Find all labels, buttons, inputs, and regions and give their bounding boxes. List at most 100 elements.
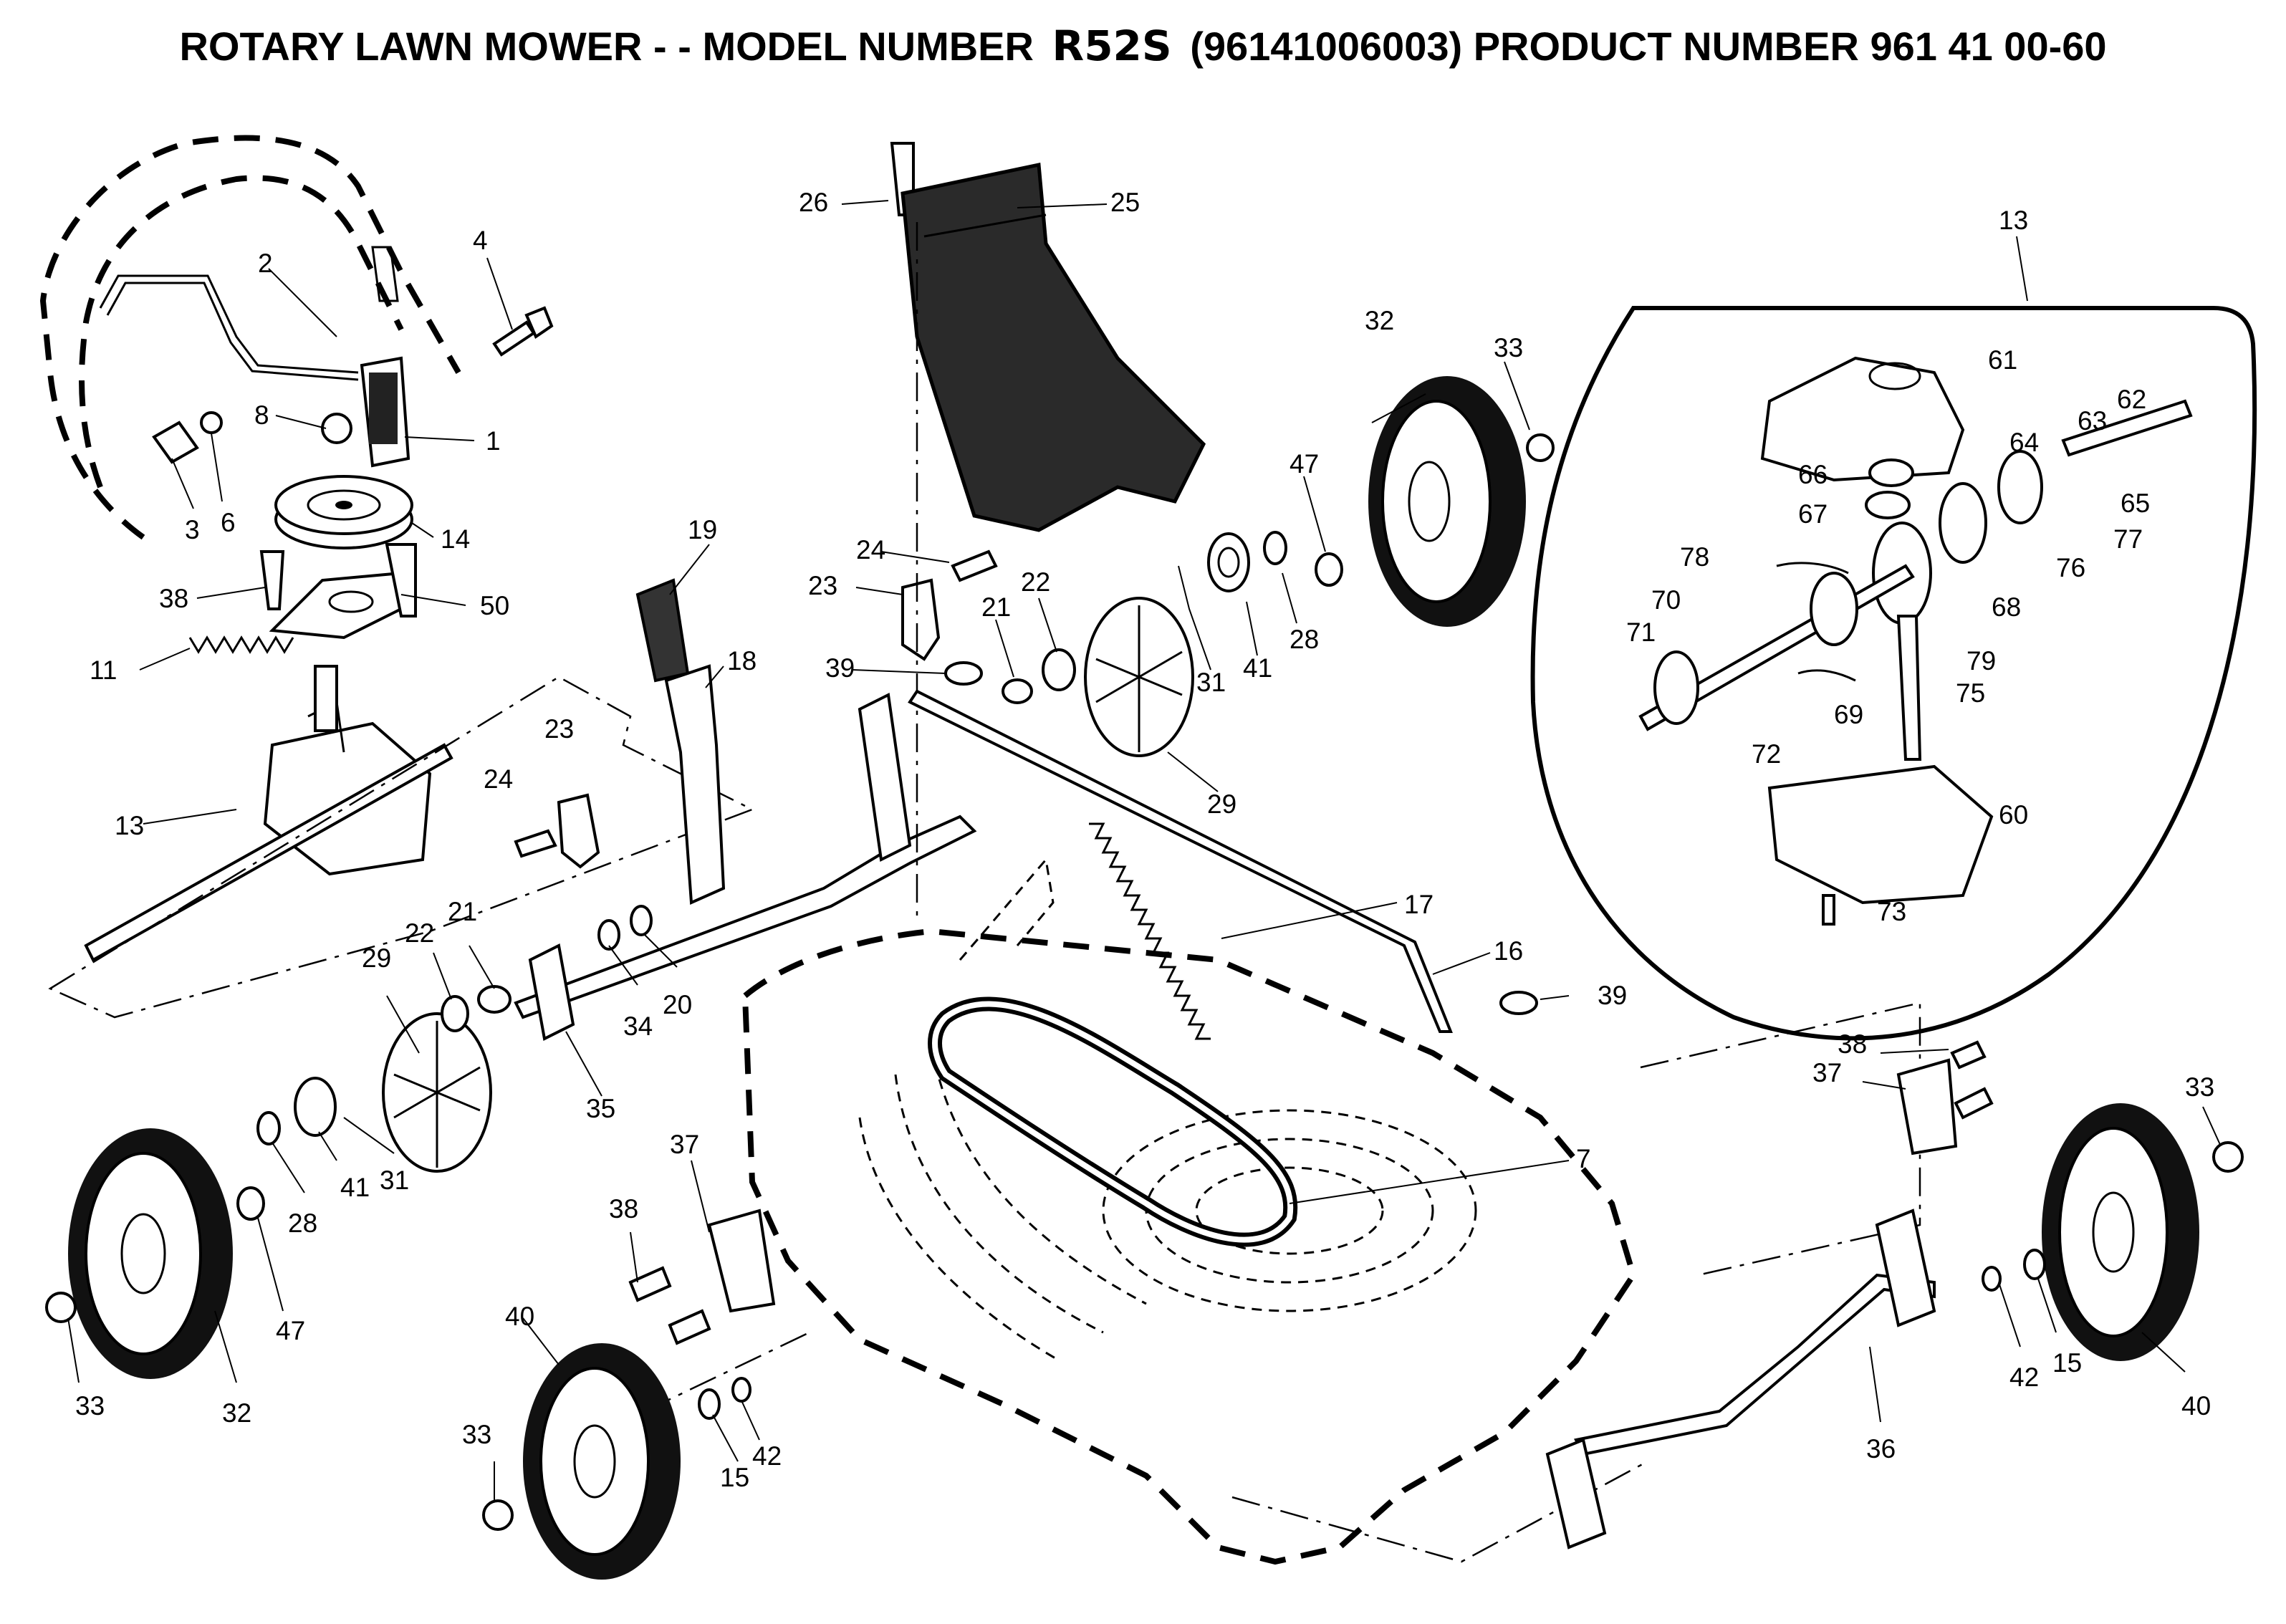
callout-23-lower: 23 bbox=[544, 714, 574, 744]
callout-13-inset: 13 bbox=[1999, 206, 2028, 235]
callout-29-top: 29 bbox=[1207, 789, 1236, 819]
callout-15-lower: 15 bbox=[720, 1463, 749, 1492]
spring-17 bbox=[1089, 822, 1211, 1040]
callout-60: 60 bbox=[1999, 800, 2028, 830]
callout-47-lower: 47 bbox=[276, 1316, 305, 1345]
front-bracket-36b bbox=[1875, 1209, 1936, 1327]
callout-31-top: 31 bbox=[1196, 668, 1226, 697]
callout-67: 67 bbox=[1798, 499, 1828, 529]
callout-37-left: 37 bbox=[670, 1130, 699, 1159]
bracket-23-lower bbox=[557, 793, 600, 869]
gear-41-upper bbox=[1207, 532, 1250, 592]
callout-4: 4 bbox=[473, 226, 488, 255]
model-number: R52S bbox=[1052, 21, 1172, 70]
callout-3: 3 bbox=[185, 515, 200, 544]
callout-8: 8 bbox=[254, 400, 269, 430]
callout-20: 20 bbox=[663, 990, 692, 1019]
title-prefix: ROTARY LAWN MOWER - - MODEL NUMBER bbox=[179, 24, 1034, 69]
callout-11: 11 bbox=[90, 655, 117, 685]
callout-26: 26 bbox=[799, 188, 828, 217]
callout-40-lower: 40 bbox=[505, 1302, 534, 1331]
callout-32-lower: 32 bbox=[222, 1398, 251, 1428]
callout-61: 61 bbox=[1988, 345, 2017, 375]
callout-69: 69 bbox=[1834, 700, 1863, 729]
title-suffix: (96141006003) PRODUCT NUMBER 961 41 00-6… bbox=[1190, 24, 2107, 69]
front-axle-36 bbox=[1574, 1273, 1936, 1456]
callout-41-lower: 41 bbox=[340, 1173, 370, 1202]
wheel-40-right bbox=[2042, 1103, 2199, 1361]
callout-33-right: 33 bbox=[2185, 1072, 2214, 1102]
wheel-32-upper bbox=[1368, 376, 1526, 627]
height-bracket-35 bbox=[528, 943, 575, 1041]
cable-clip bbox=[152, 411, 223, 464]
handle-outline bbox=[39, 135, 461, 540]
bolt-38-left-a bbox=[628, 1266, 672, 1302]
washer-28-lower bbox=[256, 1111, 281, 1145]
gearbox-bracket bbox=[269, 543, 417, 640]
callout-28-top: 28 bbox=[1290, 625, 1319, 654]
callout-33-lower-left: 33 bbox=[75, 1391, 105, 1421]
pulley bbox=[274, 475, 413, 549]
nut-33-lower-center bbox=[482, 1499, 514, 1531]
callout-66: 66 bbox=[1798, 460, 1828, 489]
callout-28-lower: 28 bbox=[288, 1209, 317, 1238]
callout-71: 71 bbox=[1626, 618, 1656, 647]
callout-63: 63 bbox=[2078, 406, 2107, 436]
callout-39-top: 39 bbox=[825, 653, 855, 683]
callout-33-top: 33 bbox=[1494, 333, 1523, 362]
callout-23-top: 23 bbox=[808, 571, 837, 600]
leader-lines bbox=[67, 200, 2222, 1501]
callout-72: 72 bbox=[1752, 739, 1781, 769]
front-bracket-36a bbox=[1545, 1438, 1607, 1549]
bolt-38-right-a bbox=[1950, 1040, 1987, 1070]
callout-62: 62 bbox=[2117, 385, 2146, 414]
callout-16: 16 bbox=[1494, 936, 1523, 966]
bolt-38-right-b bbox=[1954, 1087, 1994, 1120]
clip-42-right bbox=[1982, 1266, 2002, 1292]
callout-33-lower-center: 33 bbox=[462, 1420, 491, 1449]
spacer-34 bbox=[597, 919, 620, 951]
gear-41-lower bbox=[294, 1077, 337, 1137]
callout-14: 14 bbox=[441, 524, 470, 554]
callout-15-right: 15 bbox=[2052, 1348, 2082, 1378]
callout-38-left: 38 bbox=[609, 1194, 638, 1224]
clip-42-lower bbox=[731, 1377, 751, 1403]
callout-78: 78 bbox=[1680, 542, 1709, 572]
nut-8 bbox=[321, 413, 352, 444]
callout-1: 1 bbox=[486, 426, 501, 456]
link-rod bbox=[908, 689, 1453, 1033]
callout-68: 68 bbox=[1992, 592, 2021, 622]
callout-31-lower: 31 bbox=[380, 1166, 409, 1195]
nut-33-right bbox=[2212, 1141, 2244, 1173]
callout-77: 77 bbox=[2113, 524, 2143, 554]
hubcap-29-lower bbox=[382, 1012, 492, 1173]
nut-33-lower-left bbox=[45, 1292, 77, 1323]
callout-21-top: 21 bbox=[981, 592, 1011, 622]
spacer-21-lower bbox=[477, 985, 512, 1014]
callout-36: 36 bbox=[1866, 1434, 1896, 1464]
callout-34: 34 bbox=[623, 1012, 653, 1041]
spacer-21-upper bbox=[1002, 678, 1033, 704]
callout-42-right: 42 bbox=[2009, 1363, 2039, 1392]
washer-22-lower bbox=[441, 995, 469, 1032]
callout-18: 18 bbox=[727, 646, 757, 676]
washer-47-lower bbox=[236, 1186, 265, 1221]
callout-32-top: 32 bbox=[1365, 306, 1394, 335]
gearbox-inset bbox=[1530, 306, 2257, 1041]
callout-22-lower: 22 bbox=[405, 918, 434, 948]
callout-64: 64 bbox=[2009, 428, 2039, 457]
nut-33-upper bbox=[1526, 433, 1555, 462]
bolt-4 bbox=[492, 306, 554, 357]
handle-bracket bbox=[360, 246, 410, 468]
rear-frame bbox=[1640, 1001, 1921, 1277]
callout-17: 17 bbox=[1404, 890, 1433, 919]
mower-deck bbox=[741, 857, 1637, 1565]
height-lever bbox=[635, 578, 726, 905]
callout-47-top: 47 bbox=[1290, 449, 1319, 479]
bracket-23-top bbox=[901, 578, 941, 661]
pivot-39-right bbox=[1499, 991, 1538, 1015]
wheel-40-lower bbox=[523, 1343, 681, 1580]
callout-7: 7 bbox=[1576, 1144, 1591, 1173]
callout-79: 79 bbox=[1966, 646, 1996, 676]
pivot-39-upper bbox=[944, 661, 983, 686]
